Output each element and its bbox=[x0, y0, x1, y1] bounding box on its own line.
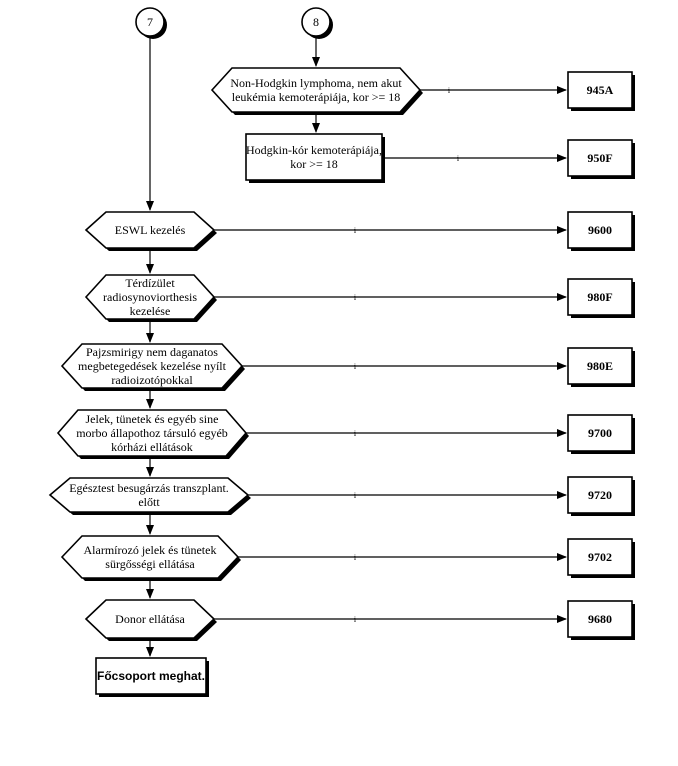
decision-8 bbox=[60, 535, 240, 579]
decision-9-text-line-1: Donor ellátása bbox=[115, 612, 185, 626]
code-label-945A: 945A bbox=[587, 83, 614, 97]
code-box-980F bbox=[567, 278, 633, 316]
decision-5 bbox=[60, 343, 244, 389]
yes-label-4: i bbox=[354, 293, 357, 302]
code-box-9700 bbox=[567, 414, 633, 452]
decision-2-text-line-2: kor >= 18 bbox=[290, 157, 338, 171]
connector-7 bbox=[135, 7, 165, 37]
yes-label-9: i bbox=[354, 615, 357, 624]
decision-7-text-line-1: Egésztest besugárzás transzplant. bbox=[69, 481, 229, 495]
yes-label-8: i bbox=[354, 553, 357, 562]
decision-9 bbox=[84, 599, 216, 639]
decision-7 bbox=[48, 477, 250, 513]
code-label-980F: 980F bbox=[587, 290, 612, 304]
code-label-9680: 9680 bbox=[588, 612, 612, 626]
code-label-9702: 9702 bbox=[588, 550, 612, 564]
decision-2-text-line-1: Hodgkin-kór kemoterápiája, bbox=[246, 143, 382, 157]
code-box-980E bbox=[567, 347, 633, 385]
decision-7-text-line-2: előtt bbox=[138, 495, 160, 509]
decision-5-text-line-3: radioizotópokkal bbox=[111, 373, 193, 387]
decision-5-text-line-2: megbetegedések kezelése nyílt bbox=[78, 359, 227, 373]
decision-1-text-line-2: leukémia kemoterápiája, kor >= 18 bbox=[232, 90, 400, 104]
decision-1-text-line-1: Non-Hodgkin lymphoma, nem akut bbox=[230, 76, 402, 90]
main-group-box bbox=[95, 657, 207, 695]
decision-8-text-line-2: sürgősségi ellátása bbox=[105, 557, 195, 571]
code-label-950F: 950F bbox=[587, 151, 612, 165]
decision-6-text-line-2: morbo állapothoz társuló egyéb bbox=[76, 426, 228, 440]
yes-label-6: i bbox=[354, 429, 357, 438]
code-box-9720 bbox=[567, 476, 633, 514]
code-box-945A bbox=[567, 71, 633, 109]
decision-4 bbox=[84, 274, 216, 320]
decision-6-text-line-3: kórházi ellátások bbox=[111, 440, 193, 454]
connector-8 bbox=[301, 7, 331, 37]
decision-1 bbox=[210, 67, 422, 113]
code-box-9600 bbox=[567, 211, 633, 249]
main-group-label: Főcsoport meghat. bbox=[97, 669, 205, 683]
yes-label-5: i bbox=[354, 362, 357, 371]
decision-6 bbox=[56, 409, 248, 457]
decision-3 bbox=[84, 211, 216, 249]
decision-5-text-line-1: Pajzsmirigy nem daganatos bbox=[86, 345, 218, 359]
decision-6-text-line-1: Jelek, tünetek és egyéb sine bbox=[86, 412, 219, 426]
decision-3-text-line-1: ESWL kezelés bbox=[115, 223, 186, 237]
connector-label-7: 7 bbox=[147, 15, 153, 29]
code-box-9702 bbox=[567, 538, 633, 576]
code-box-950F bbox=[567, 139, 633, 177]
decision-4-text-line-2: radiosynoviorthesis bbox=[103, 290, 197, 304]
decision-8-text-line-1: Alarmírozó jelek és tünetek bbox=[84, 543, 217, 557]
yes-label-7: i bbox=[354, 491, 357, 500]
connector-label-8: 8 bbox=[313, 15, 319, 29]
decision-4-text-line-3: kezelése bbox=[130, 304, 171, 318]
yes-label-2: i bbox=[457, 154, 460, 163]
code-label-980E: 980E bbox=[587, 359, 613, 373]
code-box-9680 bbox=[567, 600, 633, 638]
decision-4-text-line-1: Térdízület bbox=[125, 276, 175, 290]
code-label-9600: 9600 bbox=[588, 223, 612, 237]
decision-2 bbox=[245, 133, 383, 181]
code-label-9700: 9700 bbox=[588, 426, 612, 440]
code-label-9720: 9720 bbox=[588, 488, 612, 502]
yes-label-3: i bbox=[354, 226, 357, 235]
yes-label-1: i bbox=[448, 86, 451, 95]
